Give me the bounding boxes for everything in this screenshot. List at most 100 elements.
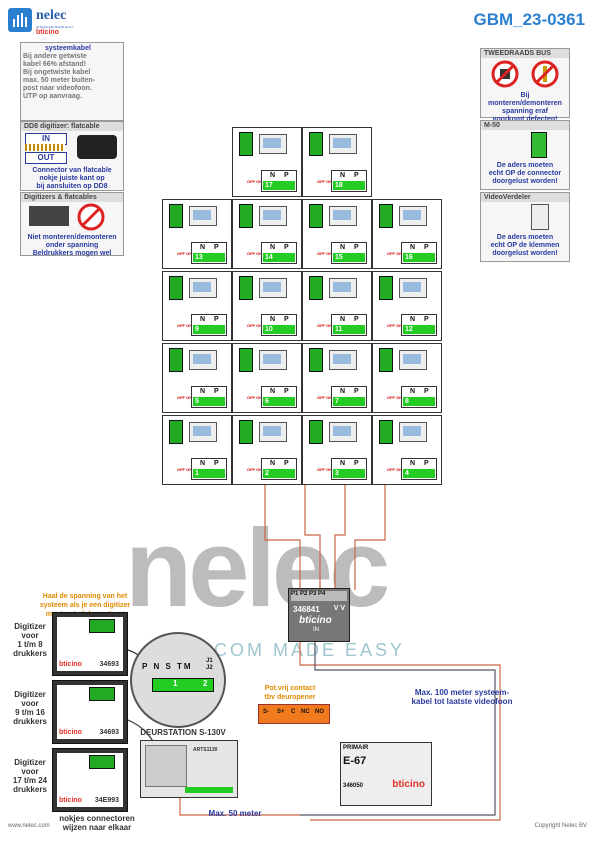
label-line: drukkers	[13, 717, 47, 726]
label-line: voor	[21, 699, 39, 708]
terminal-label: J1	[206, 658, 213, 664]
address-number: 10	[263, 325, 295, 334]
bus-connector	[169, 204, 183, 228]
terminal-block	[89, 687, 115, 701]
monitor-screen-icon	[259, 422, 287, 442]
no-plug-icon	[491, 60, 519, 88]
note-line: doorgelust worden!	[492, 178, 558, 185]
nelec-logo: nelec INTERCOM MADE EASY bticino	[8, 8, 78, 36]
address-number: 8	[403, 397, 435, 406]
note-line: spanning eraf	[502, 108, 548, 115]
terminal-label: N	[153, 662, 162, 671]
document-id: GBM_23-0361	[473, 10, 585, 29]
bus-connector	[169, 276, 183, 300]
off-on-label: OFF ON	[317, 251, 333, 256]
footer-left: www.nelec.com	[8, 823, 50, 829]
monitor-screen-icon	[259, 134, 287, 154]
label-line: Digitizer	[14, 690, 46, 699]
off-on-label: OFF ON	[177, 395, 193, 400]
door-station-title: DEURSTATION S-130V	[140, 728, 226, 737]
note-line: onder spanning	[45, 242, 99, 249]
terminal-block	[89, 755, 115, 769]
p-label: P	[354, 244, 359, 251]
bus-connector	[239, 348, 253, 372]
digitizer-code: 34693	[99, 729, 119, 736]
board-model: ARTS1130	[193, 747, 218, 753]
max100-note: Max. 100 meter systeem- kabel tot laatst…	[392, 688, 532, 706]
terminal-num: 2	[203, 679, 208, 688]
address-number: 18	[333, 181, 365, 190]
digitizer-module: bticino 34693	[52, 612, 128, 676]
distributor-brand: bticino	[299, 615, 332, 626]
digitizer-code: 34693	[99, 661, 119, 668]
connector-note: nokjes connectoren wijzen naar elkaar	[52, 814, 142, 832]
address-number: 13	[193, 253, 225, 262]
note-line: UTP op aanvraag.	[23, 93, 83, 100]
n-label: N	[270, 316, 276, 323]
bus-connector	[379, 276, 393, 300]
address-number: 15	[333, 253, 365, 262]
label-line: 9 t/m 16	[15, 708, 45, 717]
logo-tagline: INTERCOM MADE EASY	[36, 25, 74, 29]
monitor-screen-icon	[259, 206, 287, 226]
note-line: voorkomt defecten!	[483, 116, 567, 124]
p-label: P	[284, 460, 289, 467]
bus-connector	[169, 348, 183, 372]
digitizer-label: Digitizer voor 9 t/m 16 drukkers	[8, 690, 52, 726]
note-tweedraads-bus: TWEEDRAADS BUS Bij monteren/demonteren s…	[480, 48, 570, 123]
digitizer-brand: bticino	[59, 661, 82, 668]
note-line: Bij ongetwiste kabel	[23, 69, 91, 76]
bus-connector	[309, 420, 323, 444]
monitor-screen-icon	[329, 278, 357, 298]
monitor-screen-icon	[329, 134, 357, 154]
off-on-label: OFF ON	[317, 395, 333, 400]
note-digitizers: Digitizers & flatcables Niet monteren/de…	[20, 192, 124, 257]
address-number: 1	[193, 469, 225, 478]
terminal-label: C	[291, 709, 296, 715]
bus-connector	[379, 420, 393, 444]
address-number: 9	[193, 325, 225, 334]
lock-terminal-block: S- S+ C NC NO	[258, 704, 330, 724]
terminal-num: 1	[173, 679, 178, 688]
p-label: P	[214, 388, 219, 395]
distributor-ports: P1 P2 P3 P4	[291, 591, 347, 601]
bus-connector	[169, 420, 183, 444]
address-number: 5	[193, 397, 225, 406]
off-on-label: OFF ON	[177, 323, 193, 328]
off-on-label: OFF ON	[247, 251, 263, 256]
note-videoverdeler: VideoVerdeler De aders moeten echt OP de…	[480, 192, 570, 262]
off-on-label: OFF ON	[247, 395, 263, 400]
address-number: 17	[263, 181, 295, 190]
p-label: P	[354, 316, 359, 323]
distributor-in: IN	[313, 627, 319, 633]
terminal-label: S	[165, 662, 173, 671]
note-line: Beldrukkers mogen wel	[32, 250, 112, 257]
note-line: bij aansluiten op DD8	[36, 183, 108, 190]
note-line: doorgelust worden!	[492, 250, 558, 257]
label-line: voor	[21, 767, 39, 776]
note-line: Connector van flatcable	[32, 167, 112, 174]
off-on-label: OFF ON	[247, 467, 263, 472]
off-on-label: OFF ON	[177, 467, 193, 472]
p-label: P	[284, 244, 289, 251]
p-label: P	[424, 460, 429, 467]
logo-icon	[8, 8, 32, 32]
title-line: tbv deuropener	[264, 694, 316, 701]
note-line: post naar videofoon.	[23, 85, 92, 92]
p-label: P	[424, 316, 429, 323]
ps-model: E-67	[343, 755, 367, 767]
monitor-screen-icon	[329, 422, 357, 442]
address-number: 4	[403, 469, 435, 478]
off-on-label: OFF ON	[247, 323, 263, 328]
